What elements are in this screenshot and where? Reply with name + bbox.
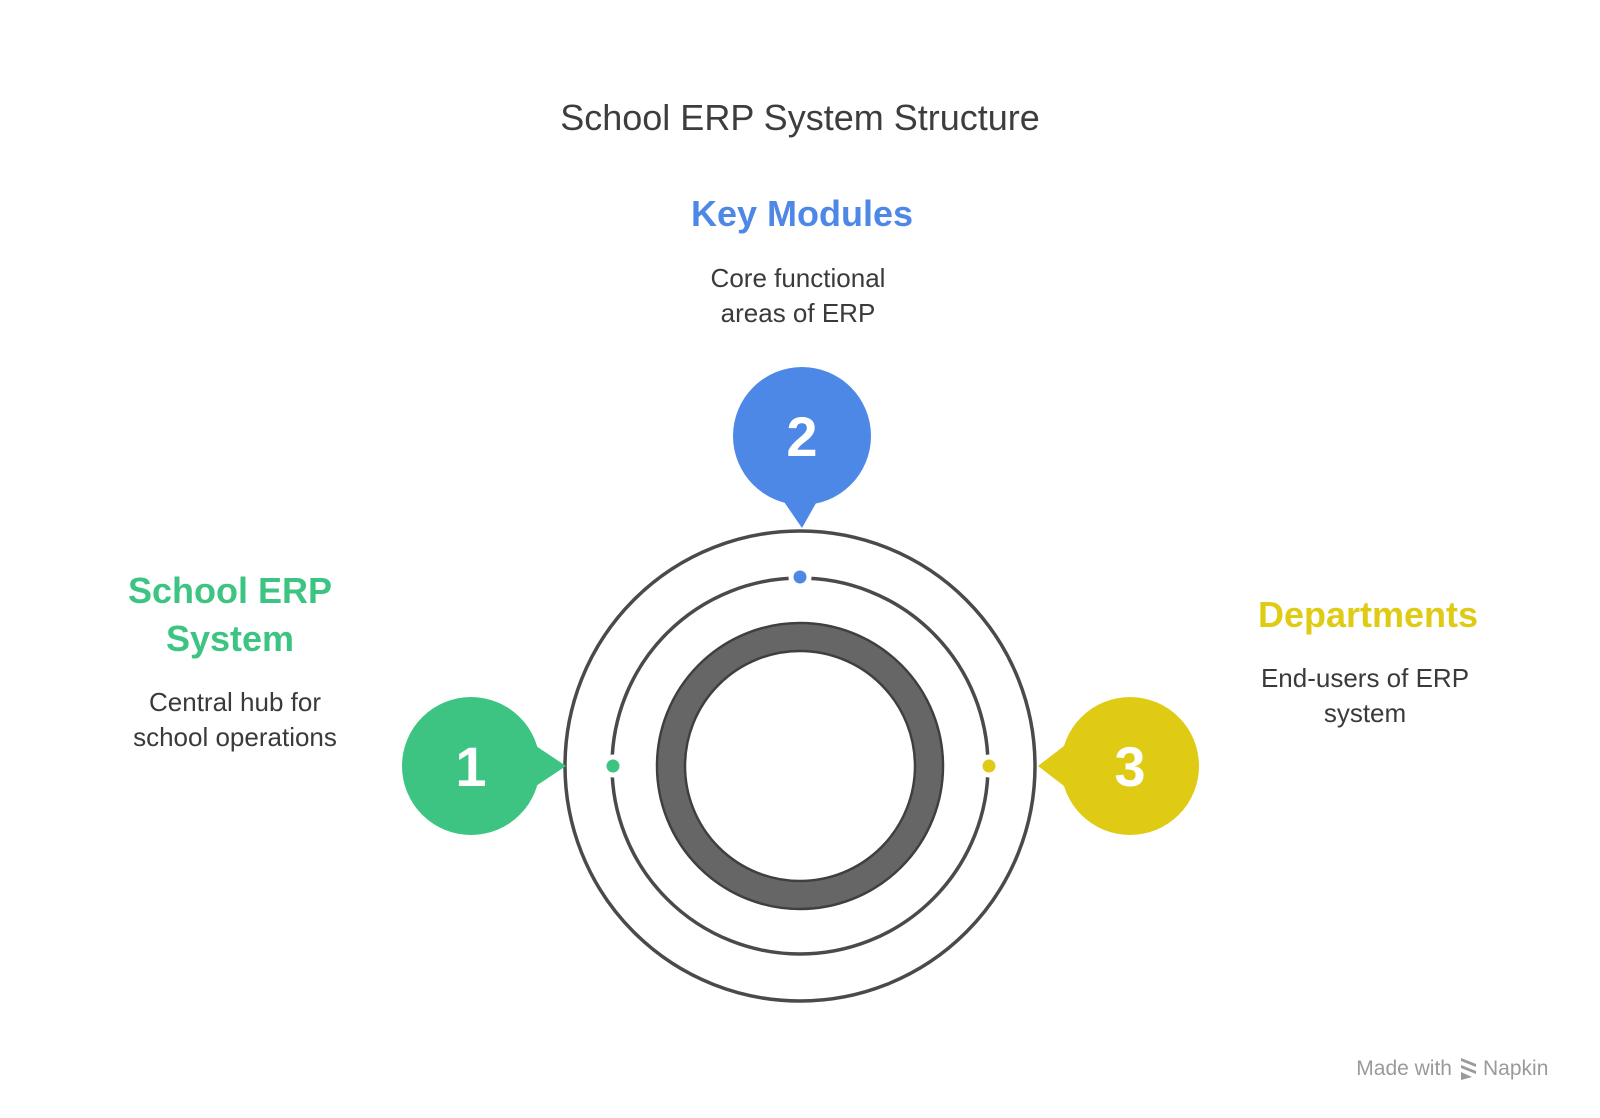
item-3-desc-line-1: End-users of ERP — [1261, 663, 1469, 693]
badge-2-circle — [733, 367, 871, 505]
napkin-brand-label: Napkin — [1483, 1057, 1548, 1080]
item-3-desc-line-2: system — [1324, 698, 1406, 728]
item-1-desc-line-2: school operations — [133, 722, 337, 752]
badge-3-number: 3 — [1114, 735, 1145, 798]
badge-1-number: 1 — [455, 735, 486, 798]
item-departments: Departments End-users of ERP system — [1258, 594, 1478, 728]
item-2-desc-line-1: Core functional — [711, 263, 886, 293]
outer-ring — [563, 529, 1037, 1003]
badge-3: 3 — [1038, 697, 1199, 835]
core-ring — [658, 624, 942, 908]
item-3-heading-line-1: Departments — [1258, 594, 1478, 635]
badge-3-shape — [1038, 746, 1064, 786]
dot-key-modules — [788, 565, 812, 589]
badge-1: 1 — [402, 697, 566, 835]
made-with-label: Made with — [1356, 1057, 1452, 1080]
item-1-desc-line-1: Central hub for — [149, 687, 321, 717]
item-2-desc-line-2: areas of ERP — [721, 298, 876, 328]
dot-departments — [977, 754, 1001, 778]
badge-3-circle — [1061, 697, 1199, 835]
item-2-heading-line-1: Key Modules — [691, 193, 913, 234]
core-ring-outline-inner — [683, 649, 917, 883]
napkin-logo-icon — [1461, 1058, 1476, 1080]
item-school-erp-system: School ERP System Central hub for school… — [128, 570, 337, 752]
core-ring-outline-outer — [655, 621, 945, 911]
made-with-napkin: Made with Napkin — [1356, 1057, 1548, 1080]
badge-1-shape — [536, 746, 566, 786]
badge-2: 2 — [733, 367, 871, 528]
item-key-modules: Key Modules Core functional areas of ERP — [691, 193, 913, 328]
dot-school-erp-system — [601, 754, 625, 778]
page-title: School ERP System Structure — [560, 97, 1040, 138]
item-1-heading-line-2: System — [166, 618, 294, 659]
item-1-heading-line-1: School ERP — [128, 570, 332, 611]
badge-2-number: 2 — [786, 405, 817, 468]
badge-1-circle — [402, 697, 540, 835]
